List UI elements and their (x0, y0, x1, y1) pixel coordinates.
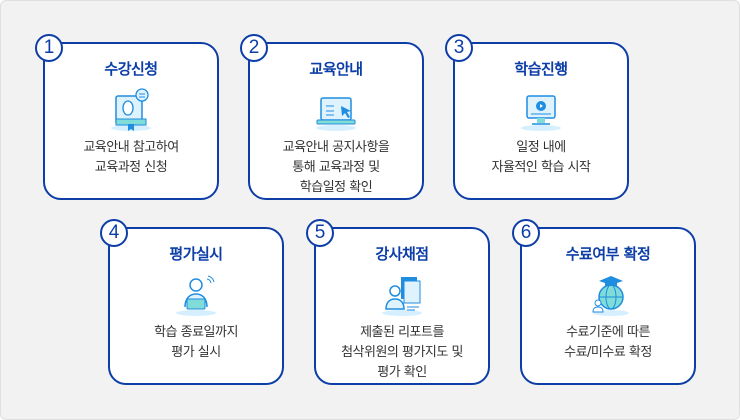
step-title: 수강신청 (104, 60, 158, 78)
step-desc-line: 학습 종료일까지 (154, 325, 238, 340)
step-desc-line: 통해 교육과정 및 (292, 160, 380, 175)
step-desc-line: 수료기준에 따른 (566, 325, 650, 340)
step-desc-line: 학습일정 확인 (299, 180, 373, 195)
step-title: 교육안내 (309, 60, 363, 78)
step-number-badge: 5 (306, 219, 334, 247)
step-number-badge: 4 (100, 219, 128, 247)
step-desc-line: 일정 내에 (516, 140, 566, 155)
step-title: 강사채점 (375, 245, 429, 263)
step-desc-line: 평가 실시 (171, 345, 221, 360)
book-mouse-icon (111, 88, 151, 131)
step-desc-line: 교육과정 신청 (94, 160, 168, 175)
step-number-badge: 3 (445, 34, 473, 62)
step-number-badge: 2 (240, 34, 268, 62)
step-desc-line: 교육안내 참고하여 (83, 140, 179, 155)
step-title: 학습진행 (514, 60, 568, 78)
laptop-cursor-icon (316, 97, 356, 131)
step-number-badge: 6 (512, 219, 540, 247)
person-laptop-icon (176, 275, 216, 316)
step-desc-line: 첨삭위원의 평가지도 및 (341, 345, 463, 360)
monitor-play-icon (521, 95, 561, 131)
step-desc-line: 제출된 리포트를 (360, 325, 444, 340)
step-title: 수료여부 확정 (565, 245, 651, 263)
step-number-badge: 1 (35, 34, 63, 62)
step-desc-line: 평가 확인 (377, 365, 427, 380)
step-desc-line: 교육안내 공지사항을 (282, 140, 390, 155)
step-desc-line: 자율적인 학습 시작 (491, 160, 591, 175)
step-desc-line: 수료/미수료 확정 (564, 345, 652, 360)
step-title: 평가실시 (169, 245, 223, 263)
globe-graduation-icon (592, 276, 629, 316)
grader-documents-icon (382, 277, 422, 316)
